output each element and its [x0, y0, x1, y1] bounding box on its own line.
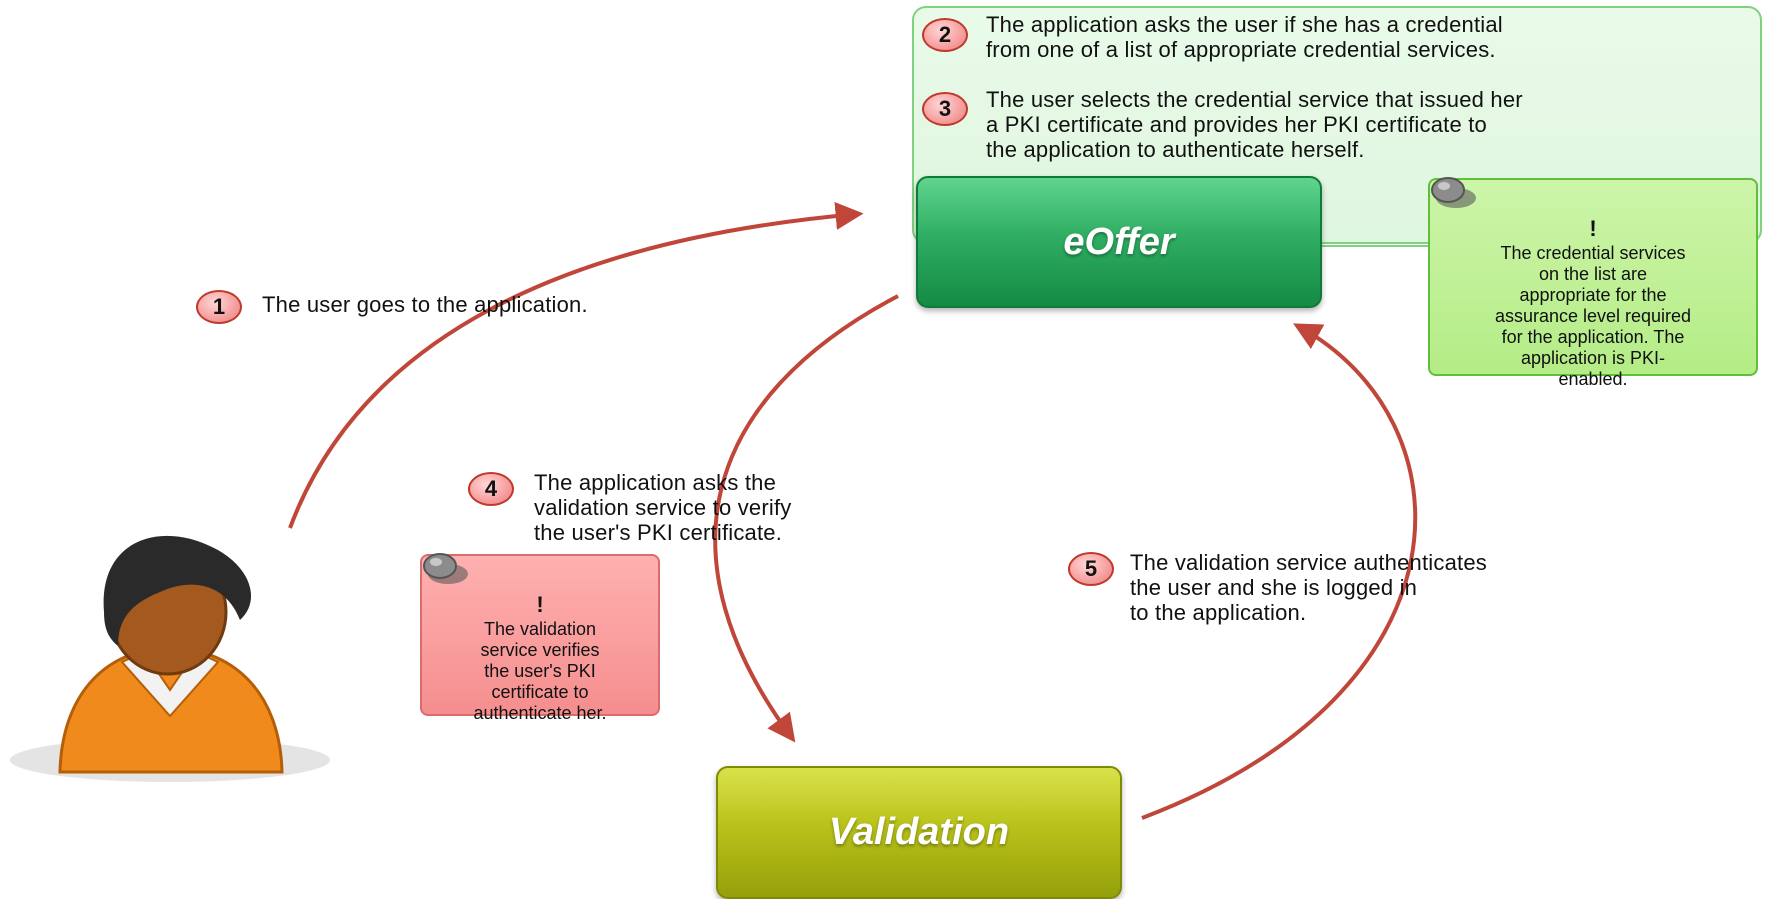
- warning-mark: !: [1589, 216, 1597, 241]
- step-3-text: The user selects the credential service …: [986, 87, 1523, 162]
- arrow-user-to-eoffer: [288, 202, 864, 529]
- validation-node: Validation: [716, 766, 1122, 899]
- user-avatar: [10, 535, 330, 782]
- arrow-eoffer-to-validation: [713, 294, 899, 743]
- step-5-text: The validation service authenticates the…: [1130, 550, 1487, 625]
- warning-mark: !: [536, 592, 544, 617]
- step-3-badge: 3: [922, 92, 968, 126]
- step-2-badge: 2: [922, 18, 968, 52]
- credential-note: ! The credential services on the list ar…: [1428, 178, 1758, 389]
- arrow-validation-to-eoffer: [1141, 323, 1418, 820]
- pushpin-icon: [1431, 177, 1476, 208]
- pushpin-icon: [423, 553, 468, 584]
- step-1-badge: 1: [196, 290, 242, 324]
- eoffer-node: eOffer: [916, 176, 1322, 308]
- step-1-text: The user goes to the application.: [262, 292, 588, 317]
- step-5-badge: 5: [1068, 552, 1114, 586]
- step-4-text: The application asks the validation serv…: [534, 470, 792, 545]
- validation-label: Validation: [828, 811, 1010, 853]
- eoffer-label: eOffer: [1063, 220, 1175, 263]
- step-2-text: The application asks the user if she has…: [986, 12, 1503, 62]
- step-4-badge: 4: [468, 472, 514, 506]
